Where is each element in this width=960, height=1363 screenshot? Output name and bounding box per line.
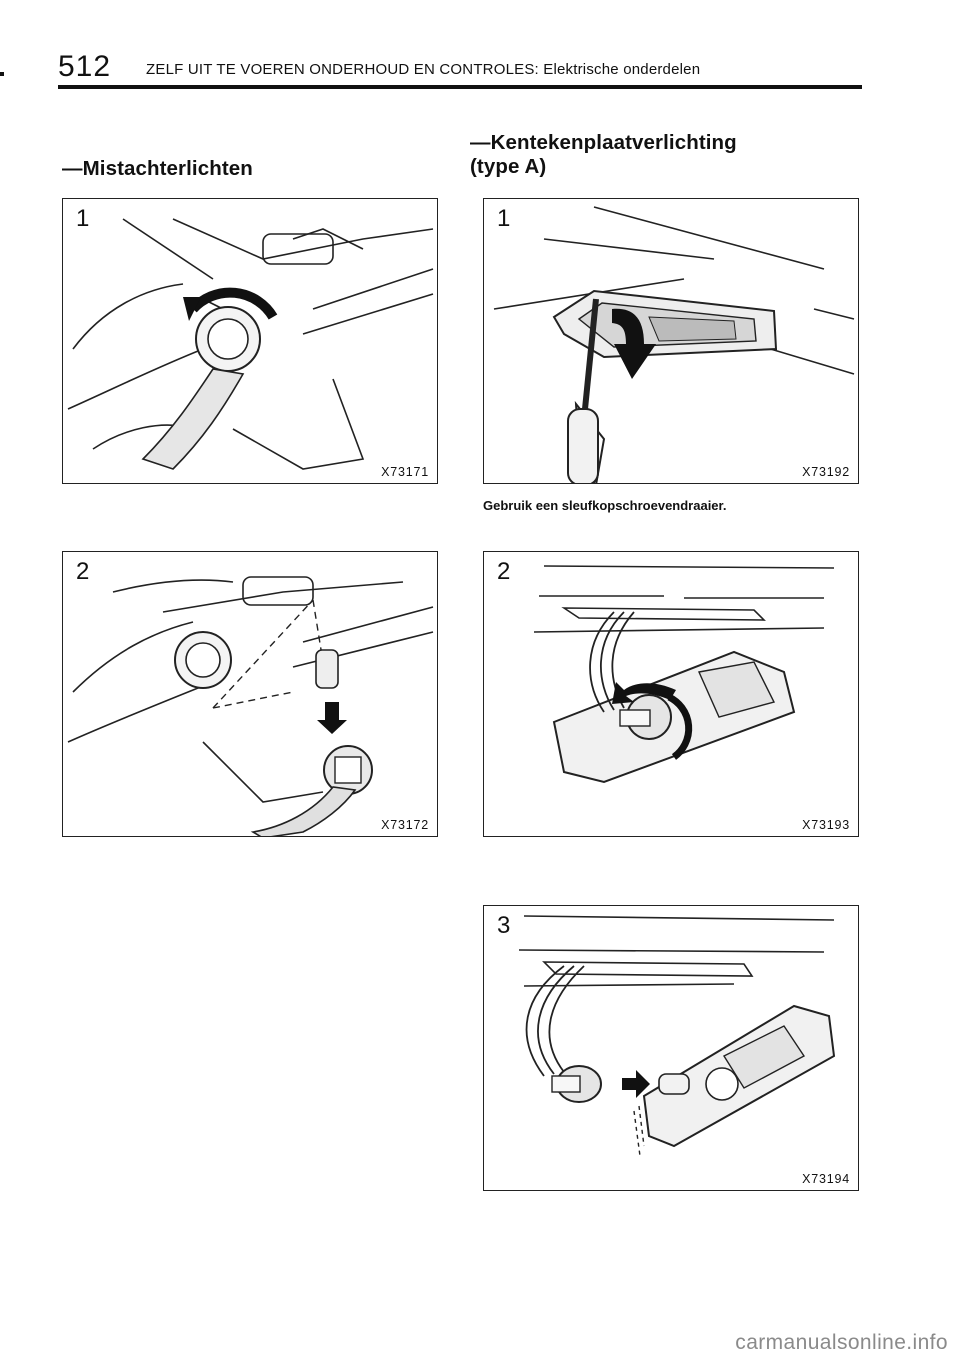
figure-plate-light-step-2: 2 X73193 bbox=[483, 551, 859, 837]
header-title: ZELF UIT TE VOEREN ONDERHOUD EN CONTROLE… bbox=[146, 61, 701, 78]
corner-mark bbox=[0, 72, 4, 76]
figure-code: X73194 bbox=[802, 1172, 850, 1186]
page-header: 512 ZELF UIT TE VOEREN ONDERHOUD EN CONT… bbox=[58, 50, 862, 90]
figure-step-number: 2 bbox=[76, 558, 90, 585]
figure-code: X73192 bbox=[802, 465, 850, 479]
figure-step-number: 1 bbox=[497, 205, 511, 232]
fog-light-socket-illustration bbox=[67, 218, 434, 470]
section-title-plate-light: —Kentekenplaatverlichting (type A) bbox=[470, 131, 737, 179]
figure-step-number: 3 bbox=[497, 912, 511, 939]
plate-light-socket-turn-illustration bbox=[533, 565, 835, 784]
section-title-fog-lights: —Mistachterlichten bbox=[62, 157, 253, 180]
header-rule bbox=[58, 85, 862, 89]
page-number: 512 bbox=[58, 50, 112, 83]
fog-light-bulb-removal-illustration bbox=[67, 576, 434, 836]
figure-plate-light-step-1: 1 X73192 bbox=[483, 198, 859, 484]
section-title-plate-line2: (type A) bbox=[470, 155, 547, 178]
plate-light-bulb-replacement-illustration bbox=[518, 915, 836, 1157]
figure-caption: Gebruik een sleufkopschroevendraaier. bbox=[483, 498, 727, 513]
figure-plate-light-step-3: 3 X73194 bbox=[483, 905, 859, 1191]
figure-code: X73193 bbox=[802, 818, 850, 832]
section-title-plate-line1: —Kentekenplaatverlichting bbox=[470, 131, 737, 154]
figure-fog-light-step-1: 1 X73171 bbox=[62, 198, 438, 484]
figure-code: X73171 bbox=[381, 465, 429, 479]
figure-code: X73172 bbox=[381, 818, 429, 832]
figure-step-number: 1 bbox=[76, 205, 90, 232]
plate-light-lens-removal-illustration bbox=[493, 206, 855, 483]
figure-fog-light-step-2: 2 X73172 bbox=[62, 551, 438, 837]
figure-step-number: 2 bbox=[497, 558, 511, 585]
watermark: carmanualsonline.info bbox=[735, 1331, 948, 1354]
